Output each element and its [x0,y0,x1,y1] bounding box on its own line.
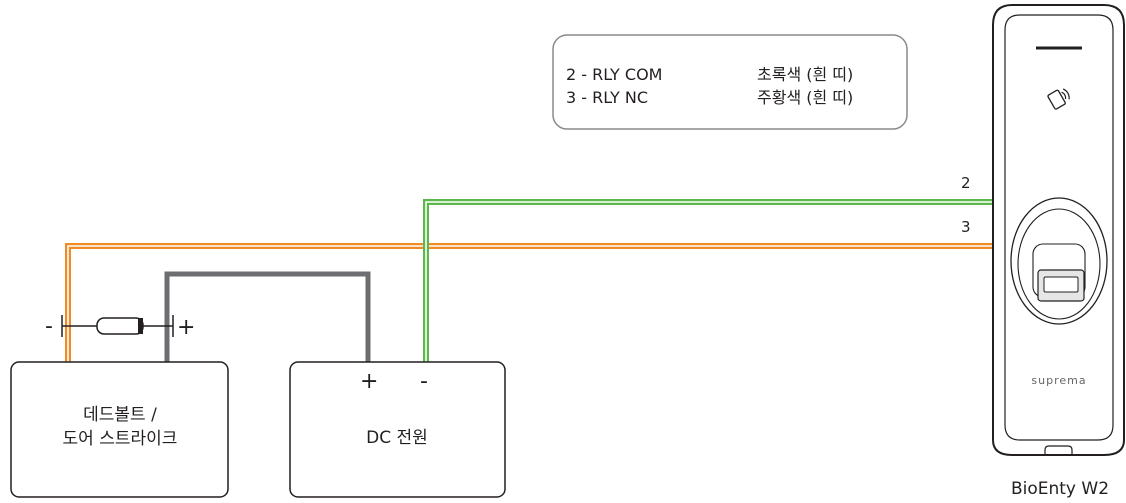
device-name: BioEnty W2 [1011,479,1109,499]
fingerprint-sensor [1010,197,1108,325]
lock-label-line1: 데드볼트 / [83,405,157,425]
legend-pin-2: 2 - RLY COM [566,65,662,84]
legend-color-orange: 주황색 (흰 띠) [757,88,853,107]
wire-3-label: 3 [961,218,971,236]
power-box: + - DC 전원 [289,361,506,498]
device-brand: suprema [1031,374,1086,387]
bioentry-device: suprema [992,4,1125,456]
lock-minus-sign: - [45,314,53,339]
lock-label-line2: 도어 스트라이크 [63,429,178,449]
rfid-card-icon [1047,88,1070,110]
orange-wire [65,243,996,363]
legend-box: 2 - RLY COM 3 - RLY NC 초록색 (흰 띠) 주황색 (흰 … [552,34,908,130]
power-plus-sign: + [360,369,378,394]
diode [61,315,174,337]
legend-pin-3: 3 - RLY NC [566,88,648,107]
lock-box: 데드볼트 / 도어 스트라이크 [10,361,229,498]
wire-2-label: 2 [961,174,971,192]
lock-plus-sign: + [177,315,195,340]
power-minus-sign: - [420,369,428,394]
power-label: DC 전원 [366,428,428,448]
legend-color-green: 초록색 (흰 띠) [757,65,853,84]
gray-wire [164,271,371,363]
green-wire [423,199,996,363]
